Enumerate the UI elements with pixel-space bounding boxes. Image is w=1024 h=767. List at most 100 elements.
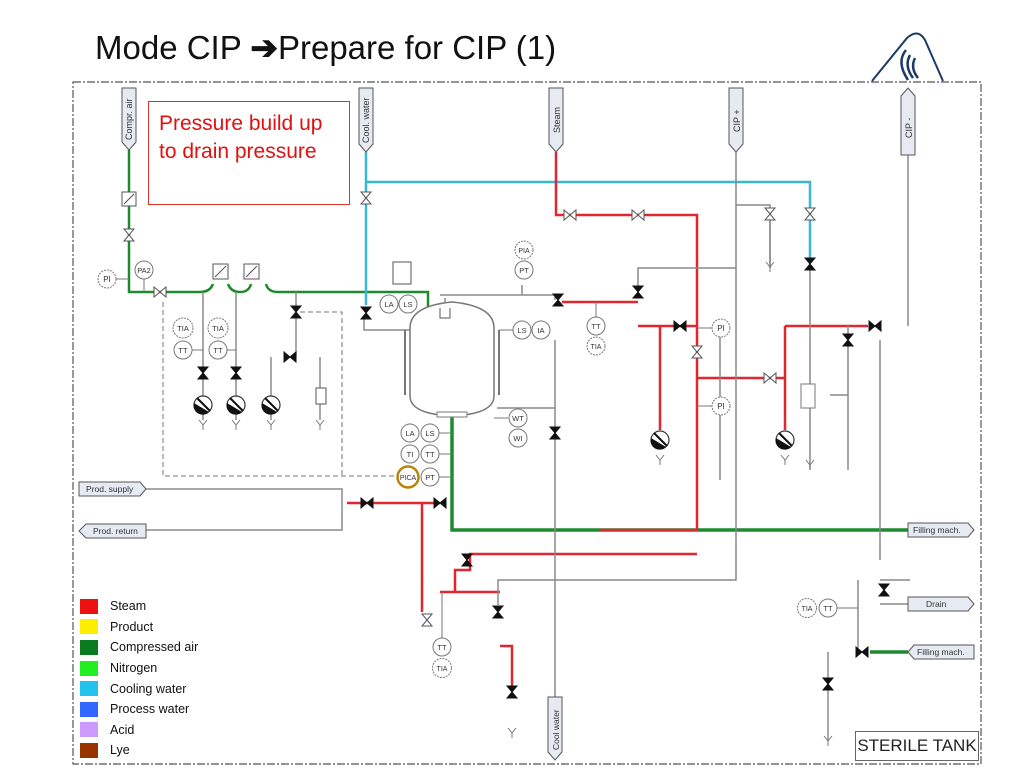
valve-icon[interactable] (506, 685, 518, 699)
flow-indicator-icon (315, 387, 327, 405)
cip-valve-icon[interactable] (764, 207, 776, 221)
legend-swatch (80, 660, 98, 676)
cooling-valve-icon[interactable] (360, 306, 372, 320)
connector-cool-water-bottom[interactable]: Cool water (547, 696, 563, 761)
instrument-tia[interactable]: TIA (586, 336, 606, 356)
control-valve-icon[interactable] (763, 372, 777, 384)
valve-block-icon[interactable] (492, 605, 504, 619)
valve-icon[interactable] (549, 426, 561, 440)
title-block: STERILE TANK (855, 731, 979, 761)
valve-block-icon[interactable] (868, 320, 882, 332)
three-way-valve-icon[interactable] (153, 286, 167, 298)
pump-icon[interactable] (774, 430, 795, 451)
instrument-ti[interactable]: TI (400, 444, 420, 464)
connector-filling-mach-1[interactable]: Filling mach. (907, 522, 975, 538)
instrument-tt[interactable]: TT (818, 598, 858, 618)
instrument-tia[interactable]: TIA (432, 658, 452, 678)
drain-icon (231, 419, 241, 431)
filter-icon (121, 191, 137, 207)
cooling-return-valve-icon[interactable] (804, 257, 816, 271)
valve-icon[interactable] (197, 366, 209, 380)
instrument-pt[interactable]: PT (514, 260, 534, 280)
legend-label: Compressed air (110, 640, 199, 655)
air-valve-icon[interactable] (290, 305, 302, 319)
connector-label: CIP - (904, 118, 914, 138)
connector-filling-mach-2[interactable]: Filling mach. (907, 644, 975, 660)
cooling-valve-icon[interactable] (804, 207, 816, 221)
instrument-la[interactable]: LA (400, 423, 420, 443)
pump-icon[interactable] (649, 430, 670, 451)
instrument-tag: TI (407, 450, 414, 459)
pump-icon[interactable] (192, 395, 213, 416)
legend-label: Nitrogen (110, 661, 158, 676)
filling-valve-icon[interactable] (855, 646, 869, 658)
instrument-tag: LS (425, 429, 434, 438)
manual-valve-icon[interactable] (360, 191, 372, 205)
connector-cip-minus[interactable]: CIP - (900, 87, 916, 156)
legend-item: Acid (80, 720, 198, 741)
instrument-tia[interactable]: TIA (207, 317, 229, 339)
connector-prod-supply[interactable]: Prod. supply (78, 481, 147, 497)
valve-icon[interactable] (822, 677, 834, 691)
instrument-ls[interactable]: LS (499, 320, 532, 340)
steam-regulator-valve-icon[interactable] (631, 209, 645, 221)
connector-cool-water-top[interactable]: Cool. water (358, 87, 374, 153)
connector-compr-air[interactable]: Compr. air (121, 87, 137, 151)
instrument-tag: PI (103, 275, 111, 284)
arrow-right-icon: ➔ (250, 29, 278, 66)
instrument-pi[interactable]: PI (697, 396, 731, 416)
instrument-ls[interactable]: LS (420, 423, 452, 443)
instrument-tt[interactable]: TT (173, 340, 203, 360)
instrument-tia[interactable]: TIA (797, 598, 817, 618)
instrument-wi[interactable]: WI (508, 428, 528, 448)
connector-cip-plus[interactable]: CIP + (728, 87, 744, 153)
instrument-tag: PA2 (137, 266, 151, 275)
compressed-air-pipes (127, 150, 430, 320)
instrument-tt[interactable]: TT (586, 302, 606, 336)
legend-label: Cooling water (110, 681, 187, 696)
instrument-pica-highlighted[interactable]: PICA (396, 465, 420, 489)
instrument-pia[interactable]: PIA (514, 240, 534, 260)
instrument-ia[interactable]: IA (531, 320, 551, 340)
legend-label: Process water (110, 702, 190, 717)
valve-block-icon[interactable] (632, 285, 644, 299)
instrument-tt[interactable]: TT (432, 592, 452, 657)
instrument-pt[interactable]: PT (420, 467, 452, 487)
product-valve-icon[interactable] (360, 497, 374, 509)
instrument-pi[interactable]: PI (97, 269, 129, 289)
drain-valve-icon[interactable] (878, 583, 890, 597)
instrument-pa2[interactable]: PA2 (134, 260, 154, 292)
instrument-tia[interactable]: TIA (172, 317, 194, 339)
connector-drain[interactable]: Drain (907, 596, 975, 612)
company-logo (871, 32, 944, 82)
connector-steam[interactable]: Steam (548, 87, 564, 153)
valve-icon[interactable] (230, 366, 242, 380)
pump-icon[interactable] (225, 395, 246, 416)
instrument-wt[interactable]: WT (494, 408, 528, 428)
pump-icon[interactable] (260, 395, 281, 416)
control-signal-line (162, 302, 395, 477)
instrument-la[interactable]: LA (379, 294, 399, 314)
three-way-valve-icon[interactable] (421, 613, 433, 627)
valve-block-icon[interactable] (283, 351, 297, 363)
legend-label: Acid (110, 722, 135, 737)
instrument-pi[interactable]: PI (697, 318, 731, 338)
check-valve-icon[interactable] (673, 320, 687, 332)
pressure-regulator-valve-icon[interactable] (123, 228, 135, 242)
product-valve-icon[interactable] (433, 497, 447, 509)
instrument-ls[interactable]: LS (398, 294, 418, 314)
steam-valve-icon[interactable] (563, 209, 577, 221)
connector-label: Steam (552, 107, 562, 133)
connector-prod-return[interactable]: Prod. return (78, 523, 147, 539)
note-line-1: Pressure build up (159, 112, 323, 135)
drain-icon (780, 454, 790, 466)
instrument-tt[interactable]: TT (208, 340, 236, 360)
instrument-tag: TIA (802, 606, 813, 613)
filter-icon (212, 263, 229, 280)
valve-icon[interactable] (842, 333, 854, 347)
instrument-tt[interactable]: TT (420, 444, 452, 464)
drain-icon (266, 419, 276, 431)
sterile-tank-vessel (404, 298, 500, 418)
safety-valve-icon[interactable] (691, 345, 703, 359)
